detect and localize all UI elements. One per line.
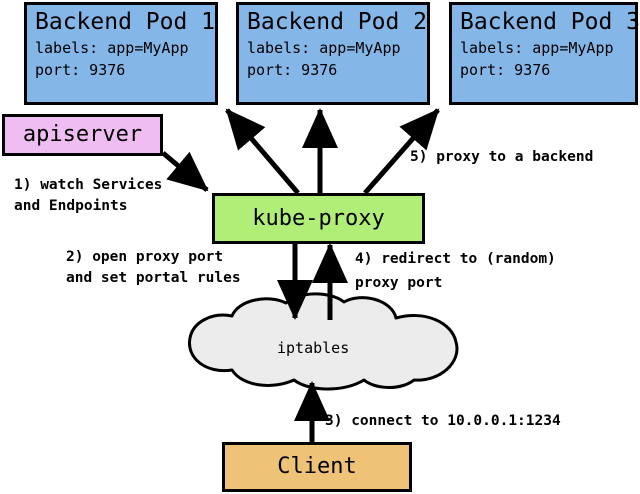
apiserver-label: apiserver <box>22 122 143 147</box>
backend-pod-3-labels: labels: app=MyApp <box>460 39 614 57</box>
backend-pod-1-port: port: 9376 <box>35 61 126 79</box>
iptables-cloud-shape <box>188 292 459 391</box>
backend-pod-3-box[interactable]: Backend Pod 3 labels: app=MyApp port: 93… <box>449 2 640 105</box>
step-2-label-line2: and set portal rules <box>66 270 241 286</box>
arrow-kubeproxy-to-pod1 <box>225 108 300 195</box>
kube-proxy-label: kube-proxy <box>252 205 385 231</box>
step-5-label: 5) proxy to a backend <box>410 149 594 165</box>
arrow-apiserver-to-kubeproxy <box>161 151 209 192</box>
backend-pod-1-labels: labels: app=MyApp <box>35 39 189 57</box>
backend-pod-2-box[interactable]: Backend Pod 2 labels: app=MyApp port: 93… <box>236 2 430 105</box>
backend-pod-2-port: port: 9376 <box>247 61 338 79</box>
step-3-label: 3) connect to 10.0.0.1:1234 <box>325 413 561 429</box>
backend-pod-3-port: port: 9376 <box>460 61 551 79</box>
arrow-kubeproxy-to-pod3 <box>363 108 440 195</box>
backend-pod-2-labels: labels: app=MyApp <box>247 39 401 57</box>
step-1-label-line1: 1) watch Services <box>14 177 163 193</box>
backend-pod-1-box[interactable]: Backend Pod 1 labels: app=MyApp port: 93… <box>24 2 218 105</box>
step-2-label-line1: 2) open proxy port <box>66 249 224 265</box>
client-box[interactable]: Client <box>222 442 412 492</box>
step-4-label-line2: proxy port <box>355 275 443 291</box>
iptables-label: iptables <box>277 339 350 357</box>
step-1-label-line2: and Endpoints <box>14 198 128 214</box>
client-label: Client <box>277 454 357 479</box>
apiserver-box[interactable]: apiserver <box>2 114 163 156</box>
backend-pod-1-title: Backend Pod 1 <box>35 9 216 35</box>
kube-proxy-box[interactable]: kube-proxy <box>212 193 425 244</box>
backend-pod-2-title: Backend Pod 2 <box>247 9 428 35</box>
step-4-label-line1: 4) redirect to (random) <box>355 251 556 267</box>
backend-pod-3-title: Backend Pod 3 <box>460 9 640 35</box>
